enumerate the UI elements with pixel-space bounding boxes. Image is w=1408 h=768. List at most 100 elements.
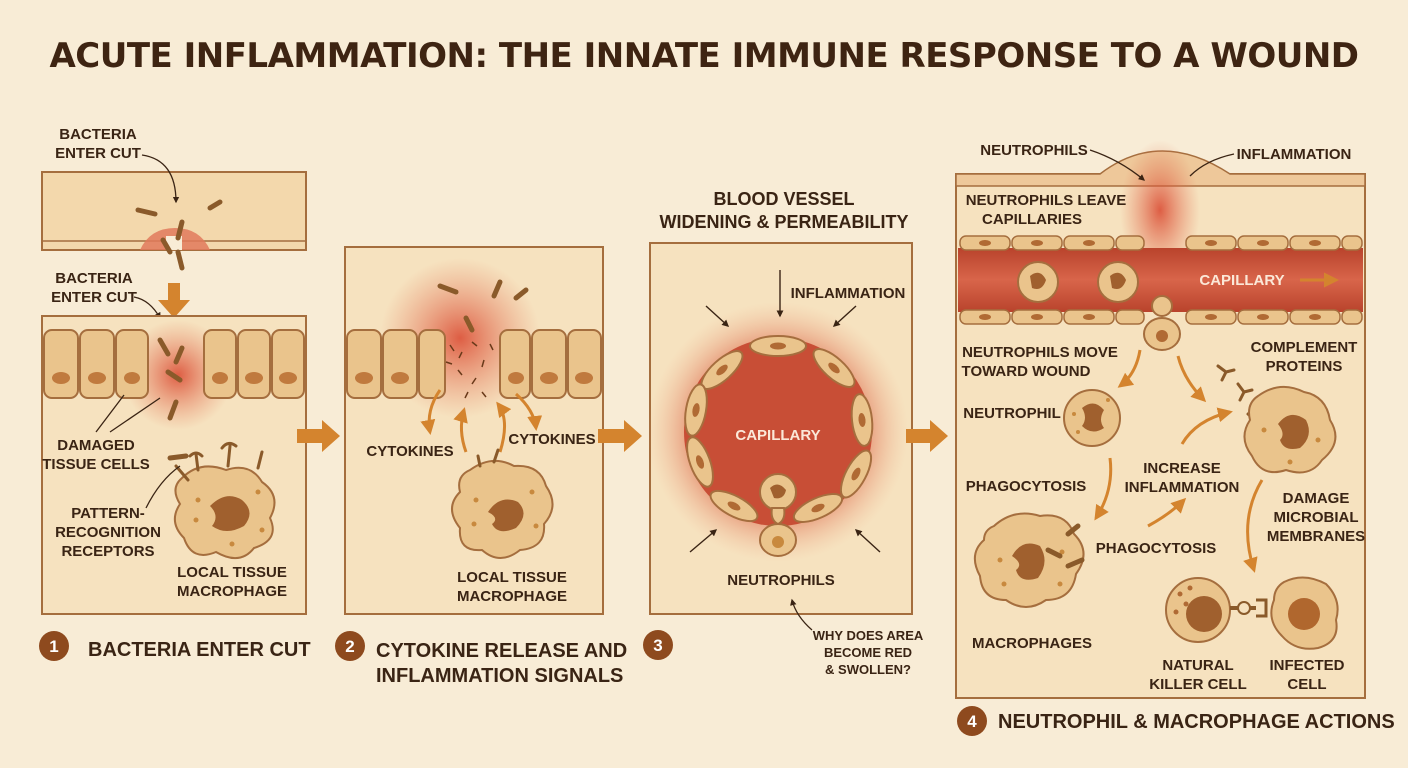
- bacteria: [157, 337, 189, 461]
- panel-cytokine-release: CYTOKINES CYTOKINES LOCAL TISSUE MACROPH…: [335, 246, 627, 687]
- panel-heading: BLOOD VESSEL: [713, 189, 854, 209]
- label-infected-cell: CELL: [1287, 676, 1326, 693]
- label-cytokines-left: CYTOKINES: [366, 443, 453, 460]
- label-inflammation-top: INFLAMMATION: [1237, 146, 1352, 163]
- panel-vessel-widening: BLOOD VESSEL WIDENING & PERMEABILITY: [643, 189, 924, 677]
- label-phagocytosis-left: PHAGOCYTOSIS: [966, 478, 1087, 495]
- pointer-line: [141, 154, 180, 204]
- label-local-macrophage: MACROPHAGE: [457, 588, 567, 605]
- label-capillary: CAPILLARY: [1199, 272, 1284, 289]
- label-neutrophils-top: NEUTROPHILS: [980, 142, 1088, 159]
- label-leave-capillaries: NEUTROPHILS LEAVE: [966, 192, 1127, 209]
- step-number: 4: [967, 712, 977, 731]
- cytokine-particles: [445, 341, 494, 399]
- panel-bacteria-enter: BACTERIA ENTER CUT BACTERIA ENTER CUT: [39, 126, 311, 661]
- label-increase-inflammation: INFLAMMATION: [1125, 479, 1240, 496]
- macrophage-cell-left: [973, 512, 1085, 608]
- label-damage-membranes: MEMBRANES: [1267, 528, 1365, 545]
- label-neutrophils: NEUTROPHILS: [727, 572, 835, 589]
- macrophage-cell-right: [1243, 385, 1337, 474]
- step-badge: [643, 630, 673, 660]
- panel-neutrophil-macrophage: NEUTROPHILS INFLAMMATION NEUTROPHILS LEA…: [955, 140, 1395, 736]
- step-caption: NEUTROPHIL & MACROPHAGE ACTIONS: [998, 711, 1395, 733]
- label-infected-cell: INFECTED: [1270, 657, 1345, 674]
- tissue-cells: [43, 329, 305, 399]
- label-damage-membranes: DAMAGE: [1283, 490, 1350, 507]
- label-damaged-cells: TISSUE CELLS: [42, 456, 150, 473]
- endothelial-nuclei: [692, 342, 866, 513]
- tissue-cells: [346, 329, 602, 399]
- step-number: 3: [653, 636, 662, 655]
- neutrophil-in-vessel: [1017, 261, 1059, 303]
- pointer-line: [790, 598, 813, 631]
- next-arrow-icon: [598, 420, 642, 452]
- label-neutrophil: NEUTROPHIL: [963, 405, 1061, 422]
- question-text: BECOME RED: [824, 645, 912, 660]
- bacteria: [135, 199, 223, 271]
- label-complement: COMPLEMENT: [1251, 339, 1358, 356]
- label-local-macrophage: LOCAL TISSUE: [457, 569, 567, 586]
- neutrophil-extravasating: [759, 473, 797, 557]
- bacteria: [437, 279, 529, 333]
- step-badge: [39, 631, 69, 661]
- label-bacteria-enter-top: BACTERIA: [59, 126, 137, 143]
- step-caption: BACTERIA ENTER CUT: [88, 639, 311, 661]
- step-badge: [335, 631, 365, 661]
- natural-killer-cell: [1165, 577, 1268, 643]
- question-text: & SWOLLEN?: [825, 662, 911, 677]
- cell-nuclei: [52, 372, 297, 384]
- pointer-line: [133, 296, 161, 320]
- pointer-line: [1089, 149, 1145, 181]
- signal-arrow: [1180, 407, 1233, 445]
- label-bacteria-enter-mid: ENTER CUT: [51, 289, 137, 306]
- label-damaged-cells: DAMAGED: [57, 437, 135, 454]
- label-phagocytosis-mid: PHAGOCYTOSIS: [1096, 540, 1217, 557]
- pointer-line: [95, 394, 161, 433]
- step-badge: [957, 706, 987, 736]
- neutrophil-exiting: [1143, 295, 1181, 351]
- question-text: WHY DOES AREA: [813, 628, 924, 643]
- vessel-wall-cells: [959, 235, 1363, 325]
- label-local-macrophage: MACROPHAGE: [177, 583, 287, 600]
- label-local-macrophage: LOCAL TISSUE: [177, 564, 287, 581]
- label-move-toward-wound: NEUTROPHILS MOVE: [962, 344, 1118, 361]
- label-nk-cell: NATURAL: [1162, 657, 1233, 674]
- damage-arrow: [1243, 479, 1264, 573]
- pointer-line: [145, 465, 181, 509]
- label-nk-cell: KILLER CELL: [1149, 676, 1247, 693]
- down-arrow-icon: [158, 283, 190, 318]
- pointer-line: [1189, 153, 1235, 177]
- step-caption: INFLAMMATION SIGNALS: [376, 665, 623, 687]
- step-number: 1: [49, 637, 58, 656]
- label-damage-membranes: MICROBIAL: [1274, 509, 1359, 526]
- signal-arrow: [1147, 497, 1187, 528]
- label-move-toward-wound: TOWARD WOUND: [962, 363, 1091, 380]
- next-arrow-icon: [906, 420, 948, 452]
- label-cytokines-right: CYTOKINES: [508, 431, 595, 448]
- cell-nuclei: [355, 372, 593, 384]
- phagocytosis-arrow: [1094, 457, 1113, 521]
- label-bacteria-enter-top: ENTER CUT: [55, 145, 141, 162]
- label-increase-inflammation: INCREASE: [1143, 460, 1221, 477]
- pressure-arrows: [689, 270, 881, 553]
- capillary-lumen: [684, 338, 872, 526]
- infected-cell: [1270, 576, 1339, 650]
- cytokine-arrows: [420, 389, 543, 453]
- label-inflammation: INFLAMMATION: [791, 285, 906, 302]
- label-prr: RECOGNITION: [55, 524, 161, 541]
- label-prr: RECEPTORS: [61, 543, 154, 560]
- next-arrow-icon: [297, 420, 340, 452]
- label-macrophages: MACROPHAGES: [972, 635, 1092, 652]
- neutrophil-in-vessel: [1097, 261, 1139, 303]
- label-bacteria-enter-mid: BACTERIA: [55, 270, 133, 287]
- label-leave-capillaries: CAPILLARIES: [982, 211, 1082, 228]
- neutrophil-cell: [1063, 389, 1121, 447]
- movement-arrow: [1117, 349, 1142, 388]
- macrophage-cell: [451, 448, 554, 559]
- movement-arrow: [1176, 355, 1207, 403]
- page-title: ACUTE INFLAMMATION: THE INNATE IMMUNE RE…: [49, 36, 1358, 76]
- step-number: 2: [345, 637, 354, 656]
- label-complement: PROTEINS: [1266, 358, 1343, 375]
